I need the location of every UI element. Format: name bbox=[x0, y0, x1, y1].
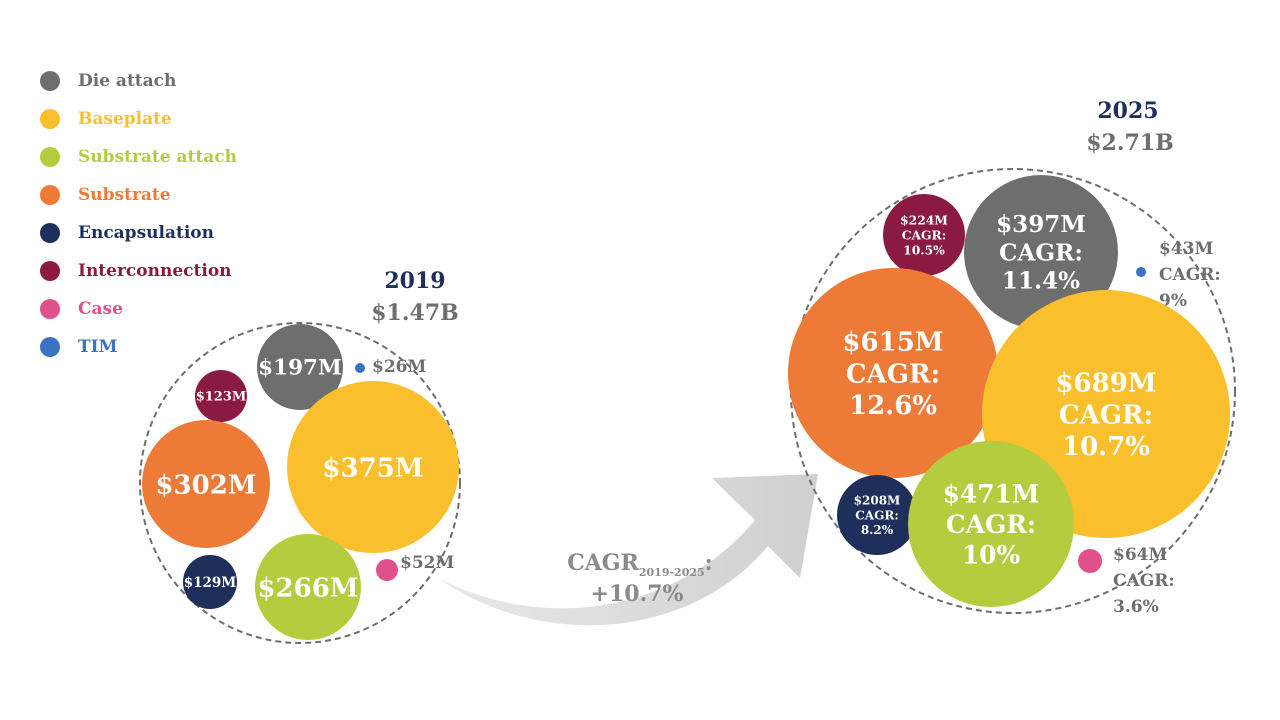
bubble-interconnection bbox=[883, 194, 965, 276]
cagr-label: CAGR2019-2025: bbox=[567, 550, 713, 579]
bubble-value-label: $397M bbox=[996, 211, 1086, 238]
legend-swatch bbox=[40, 337, 60, 357]
legend-label: Encapsulation bbox=[78, 223, 214, 243]
legend-swatch bbox=[40, 71, 60, 91]
cagr-word: CAGR bbox=[567, 550, 639, 576]
bubble-cagr-word: CAGR: bbox=[855, 508, 899, 522]
bubble-cagr-value: 3.6% bbox=[1113, 597, 1159, 617]
group-total: $2.71B bbox=[1086, 130, 1173, 156]
bubble-tim bbox=[355, 363, 365, 373]
bubble-cagr-word: CAGR: bbox=[902, 227, 947, 242]
bubble-value-label: $224M bbox=[900, 212, 948, 227]
bubble-value-label: $197M bbox=[258, 356, 342, 381]
bubble-encapsulation bbox=[183, 555, 237, 609]
bubble-cagr-value: 10.7% bbox=[1062, 432, 1150, 462]
legend-swatch bbox=[40, 261, 60, 281]
cagr-period: 2019-2025 bbox=[639, 566, 705, 579]
bubble-value-label: $689M bbox=[1055, 369, 1156, 399]
bubble-substrate-attach bbox=[908, 441, 1074, 607]
bubble-cagr-value: 10% bbox=[962, 540, 1021, 569]
legend-label: Substrate bbox=[78, 185, 171, 205]
bubble-substrate-attach bbox=[255, 534, 361, 640]
legend-item-interconnection: Interconnection bbox=[40, 252, 237, 290]
bubble-baseplate bbox=[287, 381, 459, 553]
bubble-cagr-value: 12.6% bbox=[849, 391, 937, 421]
bubble-substrate bbox=[142, 420, 270, 548]
bubble-value-label: $615M bbox=[842, 328, 943, 358]
bubble-value-label: $123M bbox=[196, 390, 247, 405]
legend-item-baseplate: Baseplate bbox=[40, 100, 237, 138]
group-total: $1.47B bbox=[371, 300, 458, 326]
legend-swatch bbox=[40, 185, 60, 205]
group-year: 2019 bbox=[384, 268, 445, 294]
bubble-cagr-word: CAGR: bbox=[999, 239, 1083, 266]
bubble-cagr-word: CAGR: bbox=[946, 510, 1036, 539]
bubble-value-label: $266M bbox=[257, 573, 358, 603]
legend-item-encapsulation: Encapsulation bbox=[40, 214, 237, 252]
bubble-value-label: $375M bbox=[322, 453, 423, 483]
legend-label: Case bbox=[78, 299, 123, 319]
legend-item-die-attach: Die attach bbox=[40, 62, 237, 100]
bubble-cagr-value: 10.5% bbox=[903, 242, 945, 257]
bubble-value-label: $26M bbox=[372, 357, 426, 377]
legend-swatch bbox=[40, 109, 60, 129]
cagr-value: +10.7% bbox=[591, 581, 684, 607]
bubble-encapsulation bbox=[837, 475, 917, 555]
bubble-cagr-word: CAGR: bbox=[846, 359, 940, 389]
legend-label: Interconnection bbox=[78, 261, 232, 281]
legend-swatch bbox=[40, 147, 60, 167]
bubble-cagr-value: 11.4% bbox=[1002, 267, 1080, 294]
bubble-value-label: $52M bbox=[400, 553, 454, 573]
bubble-case bbox=[1078, 549, 1102, 573]
bubble-value-label: $302M bbox=[155, 470, 256, 500]
bubble-substrate bbox=[788, 268, 998, 478]
cagr-colon: : bbox=[705, 550, 713, 576]
bubble-interconnection bbox=[195, 370, 247, 422]
legend-label: Substrate attach bbox=[78, 147, 237, 167]
bubble-group-2019: 2019 $1.47B $197M $26M $123M $375M $302M $129M $… bbox=[139, 268, 461, 644]
bubble-value-label: $129M bbox=[184, 575, 237, 591]
bubble-cagr-value: 8.2% bbox=[861, 523, 894, 537]
legend-item-tim: TIM bbox=[40, 328, 237, 366]
legend-item-substrate-attach: Substrate attach bbox=[40, 138, 237, 176]
bubble-tim bbox=[1136, 267, 1146, 277]
bubble-die-attach bbox=[964, 175, 1118, 329]
bubble-cagr-word: CAGR: bbox=[1159, 265, 1221, 285]
legend-swatch bbox=[40, 299, 60, 319]
bubble-die-attach bbox=[257, 324, 343, 410]
bubble-value-label: $43M bbox=[1159, 239, 1213, 259]
group-outline bbox=[790, 168, 1236, 614]
bubble-cagr-word: CAGR: bbox=[1113, 571, 1175, 591]
bubble-cagr-word: CAGR: bbox=[1059, 400, 1153, 430]
legend-label: TIM bbox=[78, 337, 118, 357]
group-outline bbox=[139, 322, 461, 644]
legend-label: Baseplate bbox=[78, 109, 172, 129]
legend-label: Die attach bbox=[78, 71, 177, 91]
bubble-group-2025: 2025$2.71B$224MCAGR:10.5%$397MCAGR:11.4%… bbox=[788, 98, 1236, 617]
group-year: 2025 bbox=[1097, 98, 1158, 124]
bubble-case bbox=[376, 559, 398, 581]
bubble-value-label: $64M bbox=[1113, 545, 1167, 565]
bubble-value-label: $208M bbox=[854, 494, 901, 508]
growth-arrow bbox=[438, 474, 818, 626]
legend-swatch bbox=[40, 223, 60, 243]
legend-item-substrate: Substrate bbox=[40, 176, 237, 214]
legend-item-case: Case bbox=[40, 290, 237, 328]
bubble-value-label: $471M bbox=[943, 480, 1040, 509]
